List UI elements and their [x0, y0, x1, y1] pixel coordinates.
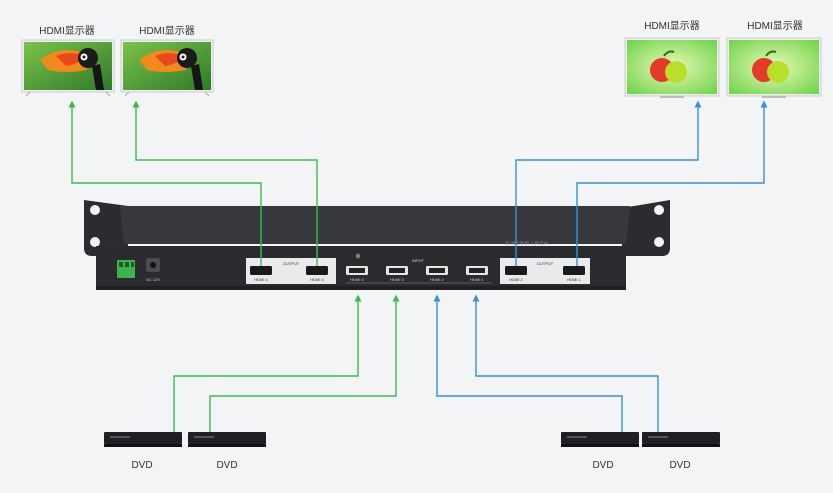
power-label: DC 12V	[146, 277, 160, 282]
dvd-label-4: DVD	[669, 460, 691, 471]
output-right-port-1-label: HDMI 2	[509, 277, 523, 282]
display-label-3: HDMI显示器	[644, 21, 700, 32]
cable-dvd1-to-in4	[173, 294, 362, 434]
display-label-4: HDMI显示器	[747, 21, 803, 32]
output-left-port-2-label: HDMI 3	[310, 277, 324, 282]
dvd-player-2	[188, 432, 266, 447]
display-label-1: HDMI显示器	[39, 26, 95, 37]
cable-out4-to-monitor1	[68, 100, 262, 266]
hdmi-matrix-device: HDMI MATRIX DC 12V OUTPUT HDMI 4 HDMI 3	[84, 200, 670, 290]
dc-power-jack: DC 12V	[146, 258, 160, 282]
monitor-right-2	[726, 37, 822, 98]
dvd-player-3	[561, 432, 639, 447]
input-port-1-label: HDMI 4	[350, 277, 364, 282]
output-right-port-2-label: HDMI 1	[567, 277, 581, 282]
monitor-right-1	[624, 37, 720, 98]
input-port-4-label: HDMI 1	[470, 277, 484, 282]
input-port-3-label: HDMI 2	[430, 277, 444, 282]
dvd-label-2: DVD	[216, 460, 238, 471]
output-left-port-1-label: HDMI 4	[254, 277, 268, 282]
output-right-group-label: OUTPUT	[537, 261, 554, 266]
input-group: INPUT HDMI 4 HDMI 3 HDMI 2 HDMI 1	[346, 258, 492, 284]
display-label-2: HDMI显示器	[139, 26, 195, 37]
cable-dvd4-to-in1	[472, 294, 659, 434]
dvd-label-1: DVD	[131, 460, 153, 471]
input-group-label: INPUT	[412, 258, 425, 263]
dvd-label-3: DVD	[592, 460, 614, 471]
output-group-left: OUTPUT HDMI 4 HDMI 3	[246, 258, 336, 284]
output-group-right: OUTPUT HDMI 2 HDMI 1	[500, 258, 590, 284]
input-cables	[173, 294, 659, 434]
dvd-player-1	[104, 432, 182, 447]
output-left-group-label: OUTPUT	[283, 261, 300, 266]
input-port-2-label: HDMI 3	[390, 277, 404, 282]
output-cables	[68, 100, 768, 266]
terminal-block	[117, 260, 135, 278]
monitor-left-2	[120, 39, 214, 97]
monitor-left-1	[21, 39, 115, 97]
dvd-player-4	[642, 432, 720, 447]
cable-out1-to-monitor4	[576, 100, 768, 266]
hdmi-out-1-port[interactable]	[563, 266, 585, 275]
brand-text: HDMI MATRIX	[504, 239, 548, 245]
hdmi-out-3-port[interactable]	[306, 266, 328, 275]
cable-dvd2-to-in3	[209, 294, 400, 434]
hdmi-out-4-port[interactable]	[250, 266, 272, 275]
cable-out2-to-monitor3	[515, 100, 702, 266]
cable-dvd3-to-in2	[433, 294, 623, 434]
hdmi-out-2-port[interactable]	[505, 266, 527, 275]
cable-out3-to-monitor2	[132, 100, 318, 266]
